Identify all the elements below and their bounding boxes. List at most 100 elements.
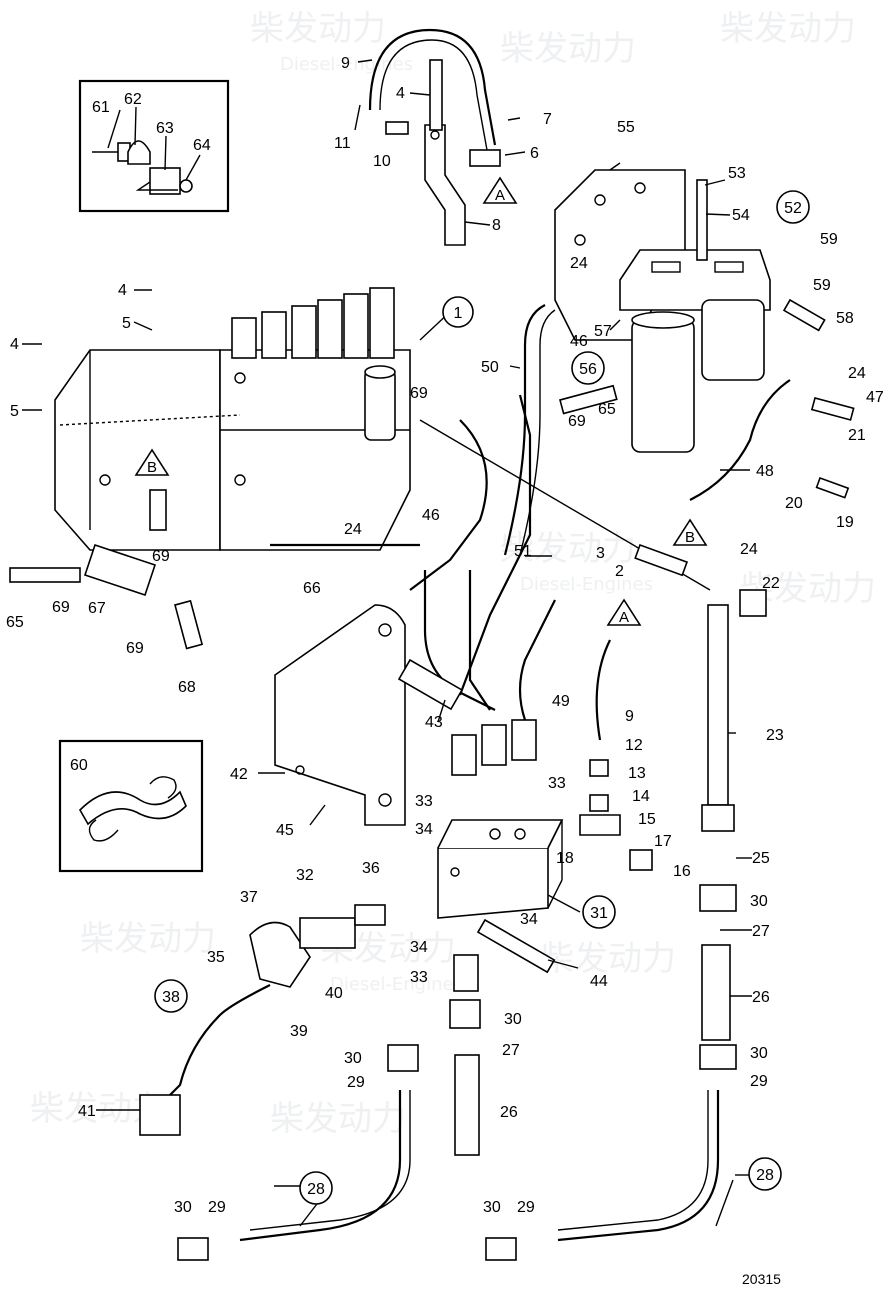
label-43: 43 (425, 714, 443, 731)
pipe-23 (707, 604, 729, 806)
label-29: 29 (347, 1074, 365, 1091)
label-48: 48 (756, 463, 774, 480)
bolt-58 (782, 298, 826, 332)
label-54: 54 (732, 207, 750, 224)
hose-28-right (557, 1090, 720, 1242)
label-23: 23 (766, 727, 784, 744)
bracket-42 (274, 604, 406, 826)
sleeve-26-right (701, 944, 731, 1041)
bolt-47 (810, 397, 855, 421)
label-24: 24 (740, 541, 758, 558)
label-69: 69 (52, 599, 70, 616)
label-41: 41 (78, 1103, 96, 1120)
label-29: 29 (750, 1073, 768, 1090)
fitting-6 (469, 149, 501, 167)
part-labels: 1 2 3 4 4 4 5 5 6 7 8 9 9 10 11 12 13 14… (6, 55, 884, 1216)
marker-B-text: B (147, 459, 157, 476)
cable-harness-38 (159, 984, 271, 1106)
banjo-bolt-65-right (559, 384, 618, 415)
bolt-68 (174, 599, 204, 650)
label-65: 65 (598, 401, 616, 418)
banjo-bolt-65-left (9, 567, 81, 583)
label-62: 62 (124, 91, 142, 108)
label-69: 69 (568, 413, 586, 430)
label-66: 66 (303, 580, 321, 597)
watermark-text: Diesel-Engines (330, 974, 463, 995)
fuel-filter-head-52 (619, 249, 771, 311)
hose-28-left-inner (249, 1090, 411, 1231)
label-64: 64 (193, 137, 211, 154)
plug-16 (629, 849, 653, 871)
watermark-text: 柴发动力 (500, 29, 636, 69)
label-34: 34 (410, 939, 428, 956)
watermark: 柴发动力 柴发动力 柴发动力 柴发动力 柴发动力 柴发动力 柴发动力 柴发动力 … (30, 9, 876, 1139)
label-53: 53 (728, 165, 746, 182)
label-65: 65 (6, 614, 24, 631)
tee-15 (579, 814, 621, 836)
pressure-sensor-37 (249, 904, 386, 988)
label-45: 45 (276, 822, 294, 839)
label-33: 33 (548, 775, 566, 792)
banjo-22 (739, 589, 767, 617)
label-1: 1 (454, 305, 463, 322)
label-3: 3 (596, 545, 605, 562)
watermark-text: 柴发动力 (720, 9, 856, 49)
label-69: 69 (152, 548, 170, 565)
injection-pump (54, 287, 411, 551)
watermark-text: Diesel-Engines (520, 574, 653, 595)
label-44: 44 (590, 973, 608, 990)
label-21: 21 (848, 427, 866, 444)
label-46: 46 (422, 507, 440, 524)
label-59: 59 (813, 277, 831, 294)
label-30: 30 (504, 1011, 522, 1028)
inset-box-clip (58, 739, 204, 873)
label-47: 47 (866, 389, 884, 406)
watermark-text: 柴发动力 (540, 939, 676, 979)
label-59: 59 (820, 231, 838, 248)
bolt-44 (476, 918, 556, 974)
label-24: 24 (570, 255, 588, 272)
hose-fitting-2 (481, 724, 507, 766)
label-24: 24 (344, 521, 362, 538)
bolt-4-top (429, 59, 443, 131)
label-39: 39 (290, 1023, 308, 1040)
label-34: 34 (415, 821, 433, 838)
fuel-filter-56 (631, 299, 765, 453)
hose-fitting-3 (511, 719, 537, 761)
banjo-67 (83, 543, 157, 597)
label-32: 32 (296, 867, 314, 884)
hose-fitting-1 (451, 734, 477, 776)
label-4: 4 (10, 336, 19, 353)
nut-12 (589, 759, 609, 777)
label-7: 7 (543, 111, 552, 128)
label-49: 49 (552, 693, 570, 710)
label-29: 29 (517, 1199, 535, 1216)
watermark-text: 柴发动力 (250, 9, 386, 49)
label-31: 31 (590, 905, 608, 922)
label-26: 26 (500, 1104, 518, 1121)
label-60: 60 (70, 757, 88, 774)
label-5: 5 (10, 403, 19, 420)
label-38: 38 (162, 989, 180, 1006)
label-19: 19 (836, 514, 854, 531)
pipe-9-lower (595, 639, 611, 741)
nut-30-center (449, 999, 481, 1029)
hose-49c (518, 599, 556, 721)
label-36: 36 (362, 860, 380, 877)
label-9: 9 (341, 55, 350, 72)
label-57: 57 (594, 323, 612, 340)
hose-51 (458, 394, 532, 696)
label-8: 8 (492, 217, 501, 234)
label-30: 30 (483, 1199, 501, 1216)
label-4: 4 (396, 85, 405, 102)
callout-circles (154, 190, 810, 1205)
drawing-number: 20315 (742, 1271, 781, 1287)
label-22: 22 (762, 575, 780, 592)
label-40: 40 (325, 985, 343, 1002)
label-12: 12 (625, 737, 643, 754)
label-26: 26 (752, 989, 770, 1006)
nut-30-bottom-left (177, 1237, 209, 1261)
label-18: 18 (556, 850, 574, 867)
label-27: 27 (752, 923, 770, 940)
